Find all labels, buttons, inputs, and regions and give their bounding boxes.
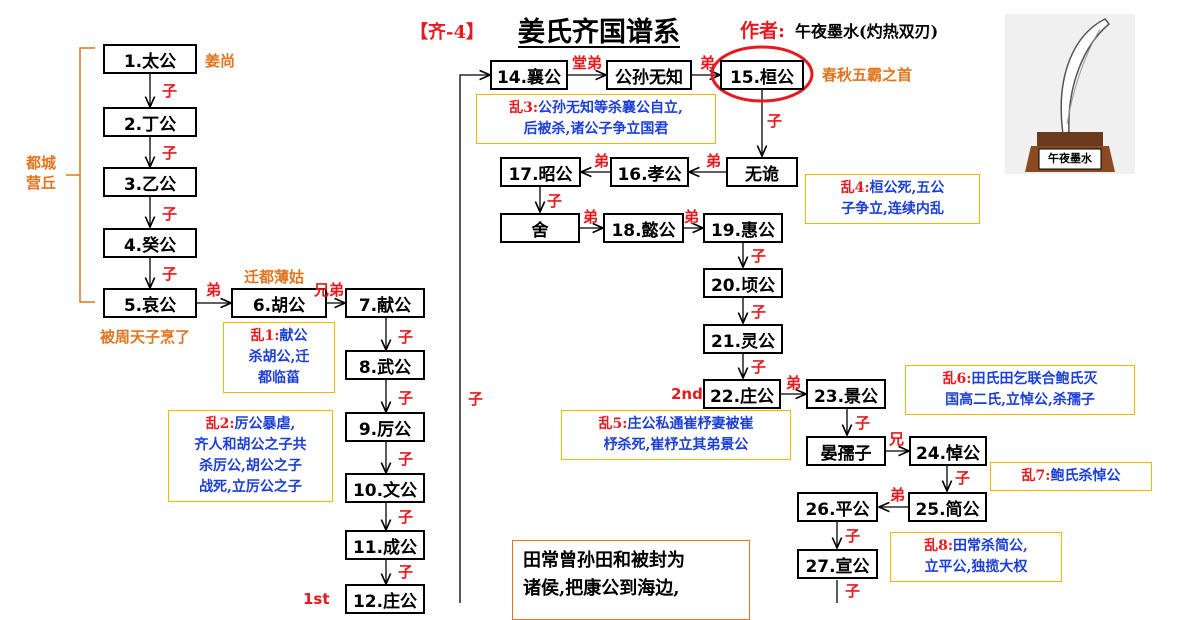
annotation-first: 1st — [303, 590, 330, 608]
edge-label-brother: 弟 — [583, 208, 599, 226]
note-chaos-3: 乱3:公孙无知等杀襄公自立, 后被杀,诸公子争立国君 — [476, 94, 716, 144]
annotation-capital: 都城 — [26, 154, 57, 172]
node-hugong: 6.胡公 — [231, 288, 327, 318]
note-chaos-1: 乱1:献公 杀胡公,迁 都临菑 — [223, 322, 335, 393]
node-linggong: 21.灵公 — [703, 324, 783, 354]
edge-label-son: 子 — [398, 508, 414, 526]
edge-label-son: 子 — [162, 144, 178, 162]
edge-label-brother: 弟 — [594, 152, 610, 170]
story-box: 田常曾孙田和被封为 诸侯,把康公到海边, — [512, 540, 750, 620]
edge-label-son: 子 — [162, 205, 178, 223]
node-huangong: 15.桓公 — [720, 60, 804, 90]
quill-ink-icon — [1025, 18, 1115, 172]
story-line-1: 田常曾孙田和被封为 — [523, 550, 685, 571]
node-wugong: 8.武公 — [345, 350, 425, 380]
node-dinggong: 2.丁公 — [103, 107, 197, 137]
node-zhuanggong-22: 22.庄公 — [703, 379, 781, 409]
note-chaos-2: 乱2:厉公暴虐, 齐人和胡公之子共 杀厉公,胡公之子 战死,立厉公之子 — [168, 410, 333, 502]
note-chaos-5: 乱5:庄公私通崔杼妻被崔 杼杀死,崔杼立其弟景公 — [561, 410, 791, 460]
node-daogong: 24.悼公 — [909, 436, 987, 466]
note-chaos-6: 乱6:田氏田乞联合鲍氏灭 国高二氏,立悼公,杀孺子 — [905, 365, 1135, 415]
annotation-second: 2nd — [671, 385, 703, 403]
edge-label-son: 子 — [751, 358, 767, 376]
note-chaos-4: 乱4:桓公死,五公 子争立,连续内乱 — [805, 174, 980, 224]
node-qinggong: 20.顷公 — [703, 268, 783, 298]
node-zhuanggong-12: 12.庄公 — [345, 584, 425, 614]
edge-label-son: 子 — [398, 563, 414, 581]
node-taigong: 1.太公 — [103, 44, 197, 74]
node-ligong: 9.厉公 — [345, 412, 425, 442]
node-yan-ruzi: 晏孺子 — [806, 436, 886, 466]
highlight-circle — [710, 45, 814, 103]
connector-lines — [66, 45, 1200, 603]
edge-label-son: 子 — [398, 328, 414, 346]
edge-label-son: 子 — [468, 390, 484, 408]
node-wengong: 10.文公 — [345, 473, 425, 503]
edge-label-brother: 弟 — [684, 208, 700, 226]
node-yigong-18: 18.懿公 — [603, 213, 684, 243]
annotation-jiang-shang: 姜尚 — [205, 52, 236, 70]
node-guigong: 4.癸公 — [103, 228, 197, 258]
edge-label-son: 子 — [547, 192, 563, 210]
edge-label-son: 子 — [162, 82, 178, 100]
note-chaos-7: 乱7:鲍氏杀悼公 — [990, 462, 1152, 491]
node-wugui: 无诡 — [726, 157, 798, 187]
node-gongsun-wuzhi: 公孙无知 — [606, 60, 692, 90]
edge-label-son: 子 — [767, 112, 783, 130]
node-she: 舍 — [500, 213, 580, 243]
ink-logo: 午夜墨水 — [1005, 14, 1135, 174]
edge-label-cousin: 堂弟 — [572, 54, 603, 72]
edge-label-brother: 弟 — [890, 486, 906, 504]
author-name: 午夜墨水(灼热双刃) — [795, 22, 939, 41]
node-chenggong: 11.成公 — [345, 530, 425, 560]
edge-label-son: 子 — [398, 450, 414, 468]
logo-caption: 午夜墨水 — [1048, 152, 1092, 165]
edge-label-son: 子 — [398, 389, 414, 407]
edge-label-elder-brother: 兄 — [889, 430, 905, 448]
node-xuangong: 27.宣公 — [797, 549, 878, 579]
edge-label-son: 子 — [162, 265, 178, 283]
edge-label-son: 子 — [751, 303, 767, 321]
story-line-2: 诸侯,把康公到海边, — [523, 578, 680, 599]
annotation-boiled: 被周天子烹了 — [100, 328, 191, 346]
node-jinggong: 23.景公 — [806, 379, 886, 409]
node-xiaogong: 16.孝公 — [610, 157, 689, 187]
node-xiangong: 7.献公 — [345, 288, 425, 318]
edge-label-son: 子 — [955, 469, 971, 487]
edge-label-brother: 弟 — [706, 152, 722, 170]
edge-label-son: 子 — [751, 247, 767, 265]
node-pinggong: 26.平公 — [797, 492, 878, 522]
author-label: 作者: — [740, 20, 786, 42]
annotation-moved-capital: 迁都薄姑 — [244, 268, 305, 286]
node-yigong: 3.乙公 — [103, 167, 197, 197]
node-zhaogong: 17.昭公 — [500, 157, 581, 187]
annotation-hegemon: 春秋五霸之首 — [822, 66, 913, 84]
series-tag: 【齐-4】 — [410, 22, 484, 43]
node-huigong: 19.惠公 — [703, 213, 783, 243]
edge-label-son: 子 — [855, 414, 871, 432]
node-jiangong: 25.简公 — [908, 492, 987, 522]
node-xianggong: 14.襄公 — [490, 60, 568, 90]
note-chaos-8: 乱8:田常杀简公, 立平公,独揽大权 — [890, 532, 1062, 582]
edge-label-brother: 弟 — [206, 281, 222, 299]
edge-label-son: 子 — [845, 527, 861, 545]
edge-label-brother: 弟 — [700, 54, 716, 72]
annotation-capital-name: 营丘 — [26, 174, 57, 192]
edge-label-brother: 弟 — [329, 281, 345, 299]
edge-label-brother: 弟 — [786, 374, 802, 392]
edge-label-son: 子 — [845, 582, 861, 600]
node-aigong: 5.哀公 — [103, 288, 197, 318]
page-title: 姜氏齐国谱系 — [518, 17, 680, 48]
edge-label-elder-brother: 兄 — [314, 281, 330, 299]
